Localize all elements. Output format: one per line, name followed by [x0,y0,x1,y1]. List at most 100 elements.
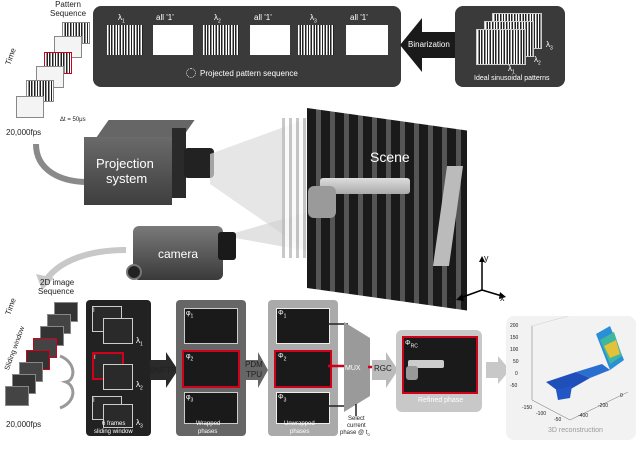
camera-connector [126,264,142,280]
unwrapped-frame-2 [274,350,332,388]
ideal-lambda-1: λ1 [508,64,515,76]
z-tick: 50 [513,359,519,365]
pattern-sequence-title: Pattern Sequence [38,0,98,18]
unwrapped-label-3: Φ3 [278,394,287,404]
z-tick: 200 [510,323,519,329]
fps-label-top: 20,000fps [6,128,42,137]
fps-label-bottom: 20,000fps [6,420,42,429]
slot-white-2 [250,25,290,55]
time-label-bottom: Time [3,296,18,317]
frame-label-1: I [93,308,95,314]
projection-label-2: system [106,171,148,186]
window-frame-2b [103,364,133,390]
plot-caption: 3D reconstruction [548,427,603,434]
ideal-pattern-1 [476,29,526,65]
delta-t-label: Δt = 50μs [60,117,86,123]
window-frame-1b [103,318,133,344]
mux-label: MUX [345,365,361,372]
wrapped-caption-1: Wrapped [196,421,221,427]
unwrapped-caption-2: phases [290,429,310,435]
coordinate-axes [456,256,506,301]
wrapped-label-3: φ3 [186,394,194,404]
bnftp-label: BNFTP [150,366,177,375]
wrapped-label-1: φ1 [186,310,194,320]
window-frame-3b [103,404,133,428]
z-tick: -50 [510,383,518,389]
pdm-arrow [246,352,268,388]
refined-caption: Refined phase [418,397,464,404]
slot-white-3 [346,25,388,55]
cycle-icon [186,68,196,78]
x-tick: -50 [554,417,562,423]
ideal-lambda-3: λ3 [546,40,553,52]
image-seq-label-2: Sequence [38,287,75,296]
hand-gun-object [320,178,410,194]
y-tick: 0 [620,393,623,399]
bnftp-arrow [150,352,178,388]
z-tick: 0 [515,371,518,377]
window-caption-1: 6 frames [102,421,126,427]
to-plot-arrow [486,356,510,384]
frame-label-3: I [93,398,95,404]
rgc-arrow [372,352,398,388]
camera-body [133,226,223,280]
unwrapped-label-2: Φ2 [278,353,287,363]
pdm-label-1: PDM [245,360,263,369]
mux-block [344,322,370,412]
ideal-lambda-2: λ2 [534,55,541,67]
wrapped-frame-2 [182,350,240,388]
unwrapped-frame-1 [276,308,330,344]
axis-x-label: x [500,293,505,303]
unwrapped-frame-3 [276,392,330,424]
y-tick: -200 [598,403,609,409]
ideal-caption: Ideal sinusoidal patterns [474,75,550,82]
image-frame [5,386,29,406]
z-tick: 150 [510,335,519,341]
slot-label: λ2 [214,13,221,25]
axis-y-label: y [484,253,489,263]
projection-label-1: Projection [96,156,154,171]
select-label-3: phase @ t0 [340,430,370,438]
window-lambda-1: λ1 [136,336,143,348]
camera-label: camera [158,247,199,261]
unwrapped-caption-1: Unwrapped [284,421,315,427]
pattern-title-line1: Pattern [55,0,81,9]
z-tick: 100 [510,347,519,353]
reconstruction-plot [531,316,629,421]
slot-label: all '1' [156,13,174,22]
projector-side [172,128,186,198]
slot-label: all '1' [254,13,272,22]
axis-z-label: z [448,295,453,305]
pdm-label-2: TPU [246,370,262,379]
refined-hand-shape [406,366,418,380]
rgc-label: RGC [374,364,392,373]
slot-label: λ3 [310,13,317,25]
refined-label: ΦRC [405,340,418,350]
slot-stripes-1 [107,25,143,55]
wrapped-frame-1 [184,308,238,344]
select-label-1: Select [348,416,365,422]
refined-gun-shape [408,360,444,368]
slot-stripes-2 [203,25,239,55]
wrapped-frame-3 [184,392,238,424]
window-bracket [59,354,75,410]
slot-label: all '1' [350,13,368,22]
time-label-top: Time [3,46,18,67]
wrapped-label-2: φ2 [186,353,194,363]
unwrapped-label-1: Φ1 [278,310,287,320]
camera-lens [218,232,236,260]
projector-lens [184,148,214,178]
y-tick: -400 [578,413,589,419]
projector-front [84,137,172,205]
binarization-arrow [400,18,460,72]
pattern-frame [16,96,44,118]
wrapped-caption-2: phases [198,429,218,435]
slot-label: λ1 [118,13,125,25]
image-seq-label-1: 2D image [40,278,75,287]
hand-object [308,186,336,218]
window-lambda-2: λ2 [136,380,143,392]
slot-stripes-3 [298,25,334,55]
window-lambda-3: λ3 [136,418,143,430]
window-caption-2: sliding window [94,429,133,435]
slot-white-1 [153,25,193,55]
